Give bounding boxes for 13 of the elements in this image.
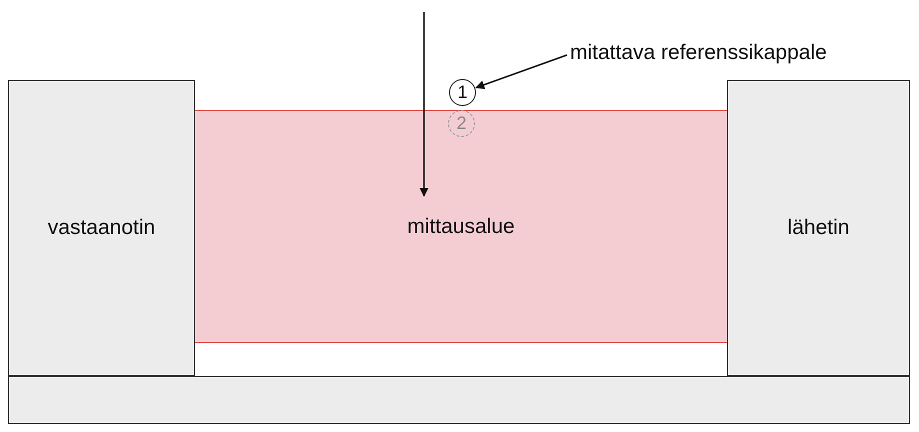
receiver-box — [8, 80, 195, 376]
receiver-label: vastaanotin — [48, 216, 156, 240]
callout-number: 1 — [457, 82, 468, 103]
field-label: mittausalue — [407, 214, 515, 238]
measuring-field — [195, 110, 727, 343]
callout-label: mitattava referenssikappale — [570, 38, 827, 68]
transmitter-box — [727, 80, 910, 376]
reference-object-circle — [448, 110, 475, 137]
reference-object-circle — [449, 79, 476, 106]
transmitter-label: lähetin — [788, 216, 850, 240]
callout-number: 2 — [456, 113, 466, 134]
base-bar — [8, 376, 910, 424]
leader-line — [475, 54, 568, 90]
